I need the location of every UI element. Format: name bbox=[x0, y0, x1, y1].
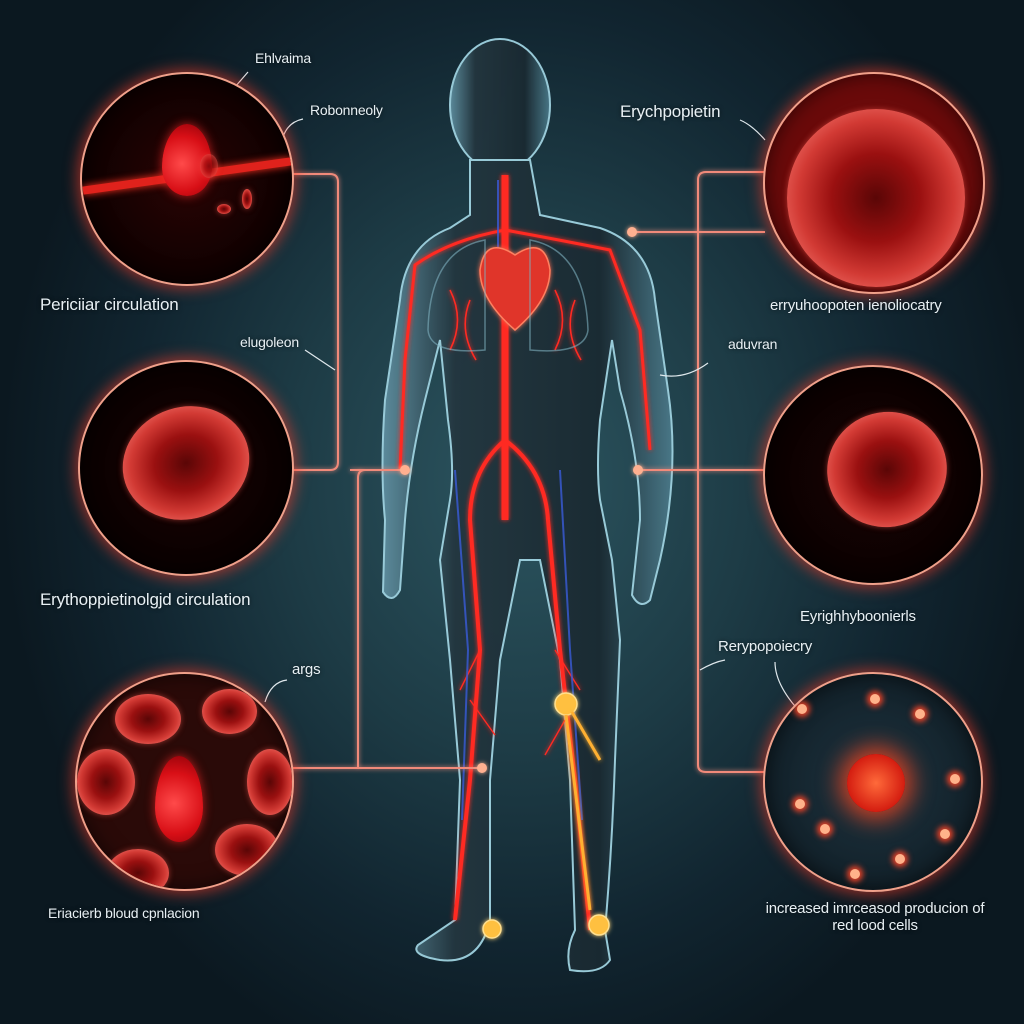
bone-marrow-cell-icon bbox=[847, 754, 905, 812]
callout-top-right: Erychpopietin bbox=[620, 102, 721, 121]
panel-top-right-bubble bbox=[763, 72, 985, 294]
heart-icon bbox=[479, 246, 551, 331]
red-blood-cell-icon bbox=[814, 398, 960, 541]
red-blood-cell-icon bbox=[787, 109, 965, 287]
callout-bottom-left: args bbox=[292, 661, 321, 678]
callout-top-left-1: Ehlvaima bbox=[255, 50, 311, 66]
red-blood-cell-icon bbox=[107, 389, 265, 537]
blood-drop-icon bbox=[155, 756, 203, 842]
callout-middle-left: elugoleon bbox=[240, 334, 299, 350]
panel-top-left-bubble bbox=[80, 72, 294, 286]
vein-network bbox=[454, 180, 583, 821]
callout-top-left-2: Robonneoly bbox=[310, 102, 383, 118]
panel-bottom-right-bubble bbox=[763, 672, 983, 892]
caption-top-right: erryuhoopoten ienoliocatry bbox=[770, 297, 942, 314]
caption-bottom-right-line-2: red lood cells bbox=[832, 917, 918, 934]
human-figure bbox=[381, 38, 674, 973]
caption-top-left: Periciiar circulation bbox=[40, 295, 179, 314]
caption-bottom-right: increased imrceasod producion of red loo… bbox=[730, 900, 1020, 934]
callout-middle-right: aduvran bbox=[728, 336, 778, 352]
panel-middle-left-bubble bbox=[78, 360, 294, 576]
panel-bottom-left-bubble bbox=[75, 672, 294, 891]
callout-bottom-right: Rerypopoiecry bbox=[718, 638, 813, 655]
panel-middle-right-bubble bbox=[763, 365, 983, 585]
caption-bottom-left: Eriacierb bloud cpnlacion bbox=[48, 905, 200, 921]
caption-bottom-right-line-1: increased imrceasod producion of bbox=[765, 900, 985, 917]
lungs bbox=[427, 239, 589, 352]
caption-middle-left: Erythoppietinolgjd circulation bbox=[40, 590, 251, 609]
artery-network bbox=[398, 175, 652, 931]
joint-glow-markers bbox=[482, 692, 610, 939]
caption-middle-right: Eyrighhyboonierls bbox=[800, 608, 916, 625]
